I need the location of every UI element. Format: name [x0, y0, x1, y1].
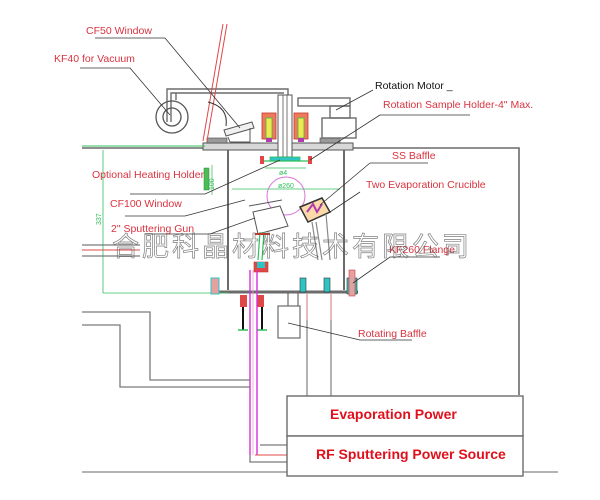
cf50-window-beam [202, 23, 228, 142]
label-optional-heating-holder: Optional Heating Holder [92, 169, 205, 181]
left-piping [82, 244, 288, 463]
watermark: 合肥科晶材料技术有限公司 [112, 232, 472, 263]
power-box-frame [286, 395, 524, 477]
chamber-height-dim: 337 [96, 213, 103, 225]
rotation-shaft [261, 94, 309, 158]
label-kf40-vacuum: KF40 for Vacuum [54, 53, 135, 65]
holder-diameter-dim: ø4 [279, 170, 287, 177]
chamber-body [215, 150, 358, 294]
motor-housing [166, 88, 357, 140]
label-rotating-baffle: Rotating Baffle [358, 328, 427, 340]
feedthroughs [210, 269, 358, 297]
rf-feedthrough [238, 270, 267, 455]
sample-holder: ø4 [260, 156, 312, 177]
sputtering-gun [248, 199, 289, 273]
label-cf100-window: CF100 Window [110, 198, 182, 210]
heater-height-dim: 100 [209, 178, 216, 190]
label-kf260-flange: KF260 Flange [389, 244, 455, 256]
label-cf50-window: CF50 Window [86, 25, 152, 37]
label-two-evaporation-crucible: Two Evaporation Crucible [366, 179, 486, 191]
rf-sputtering-power-label: RF Sputtering Power Source [316, 446, 506, 462]
cf50-window-part [207, 101, 255, 143]
kf40-port [155, 100, 189, 134]
label-ss-baffle: SS Baffle [392, 150, 436, 162]
leader-lines [80, 37, 470, 341]
label-rotation-motor: Rotation Motor _ [375, 80, 453, 92]
label-sputtering-gun: 2" Sputtering Gun [111, 223, 194, 235]
heating-holder: 100 [203, 165, 216, 195]
label-rotation-sample-holder: Rotation Sample Holder-4" Max. [383, 99, 533, 111]
chamber-diameter-dimension: ø260 [232, 176, 340, 216]
chamber-diameter-dim: ø260 [278, 183, 294, 190]
chamber-height-dimension: 337 [96, 150, 228, 294]
evaporation-power-lines [306, 294, 332, 396]
evaporation-power-label: Evaporation Power [330, 406, 457, 422]
rotating-baffle [277, 292, 301, 339]
